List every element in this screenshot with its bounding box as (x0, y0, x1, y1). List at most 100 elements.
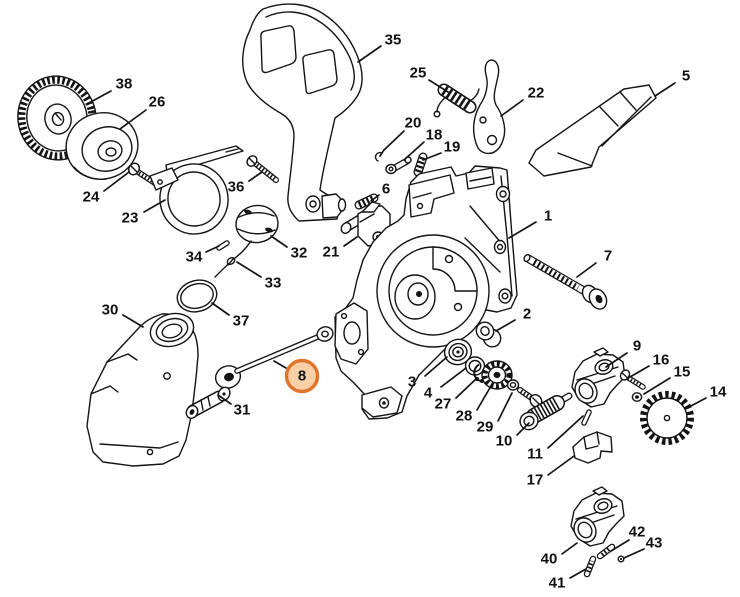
part-number-1[interactable]: 1 (544, 208, 552, 225)
part-number-9[interactable]: 9 (633, 338, 641, 355)
part-11-pin (581, 409, 592, 426)
part-number-35[interactable]: 35 (385, 32, 402, 49)
part-number-8[interactable]: 8 (298, 368, 306, 385)
part-callout-16[interactable]: 16 (629, 352, 670, 378)
part-callout-35[interactable]: 35 (357, 32, 402, 63)
part-callout-25[interactable]: 25 (410, 65, 449, 93)
part-callout-1[interactable]: 1 (508, 208, 552, 239)
leader-line-9 (605, 352, 628, 368)
part-number-36[interactable]: 36 (228, 179, 245, 196)
part-callout-10[interactable]: 10 (496, 422, 530, 450)
part-number-11[interactable]: 11 (527, 446, 543, 463)
part-callout-18[interactable]: 18 (403, 127, 443, 161)
part-number-10[interactable]: 10 (496, 433, 513, 450)
part-callout-8[interactable]: 8 (273, 358, 320, 394)
part-callout-4[interactable]: 4 (424, 367, 467, 402)
part-number-7[interactable]: 7 (604, 248, 612, 265)
part-number-21[interactable]: 21 (323, 244, 340, 261)
part-number-24[interactable]: 24 (83, 189, 100, 206)
part-number-15[interactable]: 15 (674, 364, 691, 381)
part-callout-23[interactable]: 23 (122, 199, 166, 227)
part-number-6[interactable]: 6 (382, 181, 390, 198)
leader-line-19 (422, 152, 442, 161)
part-callout-34[interactable]: 34 (186, 245, 220, 266)
part-callout-3[interactable]: 3 (408, 356, 448, 391)
part-callout-38[interactable]: 38 (86, 76, 133, 105)
part-number-3[interactable]: 3 (408, 374, 416, 391)
part-number-33[interactable]: 33 (265, 275, 282, 292)
part-callout-9[interactable]: 9 (605, 338, 641, 368)
part-callout-31[interactable]: 31 (217, 394, 251, 419)
part-callout-2[interactable]: 2 (495, 306, 531, 332)
part-callout-28[interactable]: 28 (456, 385, 492, 425)
part-30-oil-tank (86, 312, 199, 467)
part-22-brake-lever (473, 59, 506, 155)
part-callout-5[interactable]: 5 (654, 68, 690, 97)
part-number-37[interactable]: 37 (233, 313, 250, 330)
part-number-31[interactable]: 31 (234, 402, 251, 419)
part-number-42[interactable]: 42 (629, 524, 646, 541)
part-callout-6[interactable]: 6 (370, 181, 390, 202)
part-number-16[interactable]: 16 (653, 352, 670, 369)
part-callout-11[interactable]: 11 (527, 415, 584, 463)
part-number-18[interactable]: 18 (426, 127, 443, 144)
part-10-worm (519, 392, 573, 431)
part-number-25[interactable]: 25 (410, 65, 427, 82)
part-callout-15[interactable]: 15 (643, 364, 691, 395)
part-callout-41[interactable]: 41 (549, 568, 587, 592)
part-callout-30[interactable]: 30 (102, 302, 144, 328)
part-9-oil-pump (571, 347, 626, 408)
part-callout-21[interactable]: 21 (323, 236, 358, 261)
part-callout-20[interactable]: 20 (379, 115, 422, 157)
part-callout-43[interactable]: 43 (623, 535, 663, 559)
part-callout-42[interactable]: 42 (610, 524, 646, 552)
part-callout-32[interactable]: 32 (270, 235, 308, 262)
part-number-27[interactable]: 27 (435, 396, 452, 413)
part-callout-19[interactable]: 19 (422, 139, 461, 161)
part-number-22[interactable]: 22 (528, 85, 545, 102)
part-callout-37[interactable]: 37 (211, 302, 250, 330)
leader-line-8 (273, 360, 287, 369)
leader-line-15 (643, 377, 671, 395)
part-43-ball (617, 555, 625, 563)
part-number-43[interactable]: 43 (646, 535, 663, 552)
part-number-14[interactable]: 14 (710, 384, 727, 401)
leader-line-31 (217, 394, 232, 405)
part-7-screw (523, 253, 608, 310)
part-number-17[interactable]: 17 (527, 472, 544, 489)
part-callout-17[interactable]: 17 (527, 455, 575, 489)
part-number-38[interactable]: 38 (116, 76, 133, 93)
part-callout-26[interactable]: 26 (119, 94, 166, 130)
part-number-23[interactable]: 23 (122, 210, 139, 227)
part-callout-33[interactable]: 33 (236, 261, 282, 292)
part-number-28[interactable]: 28 (456, 408, 473, 425)
part-number-34[interactable]: 34 (186, 249, 203, 266)
part-number-26[interactable]: 26 (149, 94, 166, 111)
leader-line-6 (370, 194, 380, 202)
part-number-19[interactable]: 19 (444, 139, 461, 156)
part-callout-36[interactable]: 36 (228, 171, 263, 196)
part-number-40[interactable]: 40 (541, 551, 558, 568)
part-number-4[interactable]: 4 (424, 385, 433, 402)
highlight-ring[interactable] (284, 358, 320, 394)
part-23-brake-band (149, 145, 244, 235)
part-callout-7[interactable]: 7 (576, 248, 612, 278)
part-callout-14[interactable]: 14 (688, 384, 727, 408)
part-callout-24[interactable]: 24 (83, 171, 130, 206)
part-number-32[interactable]: 32 (291, 245, 308, 262)
part-callout-29[interactable]: 29 (477, 392, 513, 436)
part-8-oil-hose[interactable] (213, 325, 335, 392)
part-number-5[interactable]: 5 (682, 68, 690, 85)
part-callout-27[interactable]: 27 (435, 377, 478, 413)
part-callout-22[interactable]: 22 (500, 85, 545, 117)
part-number-30[interactable]: 30 (102, 302, 119, 319)
leader-line-35 (357, 45, 382, 63)
part-callout-40[interactable]: 40 (541, 542, 578, 568)
part-number-29[interactable]: 29 (477, 419, 494, 436)
part-number-2[interactable]: 2 (523, 306, 531, 323)
leader-line-3 (424, 356, 448, 377)
part-number-41[interactable]: 41 (549, 575, 566, 592)
part-number-20[interactable]: 20 (405, 115, 422, 132)
leader-line-2 (495, 319, 516, 332)
leader-line-7 (576, 262, 597, 278)
